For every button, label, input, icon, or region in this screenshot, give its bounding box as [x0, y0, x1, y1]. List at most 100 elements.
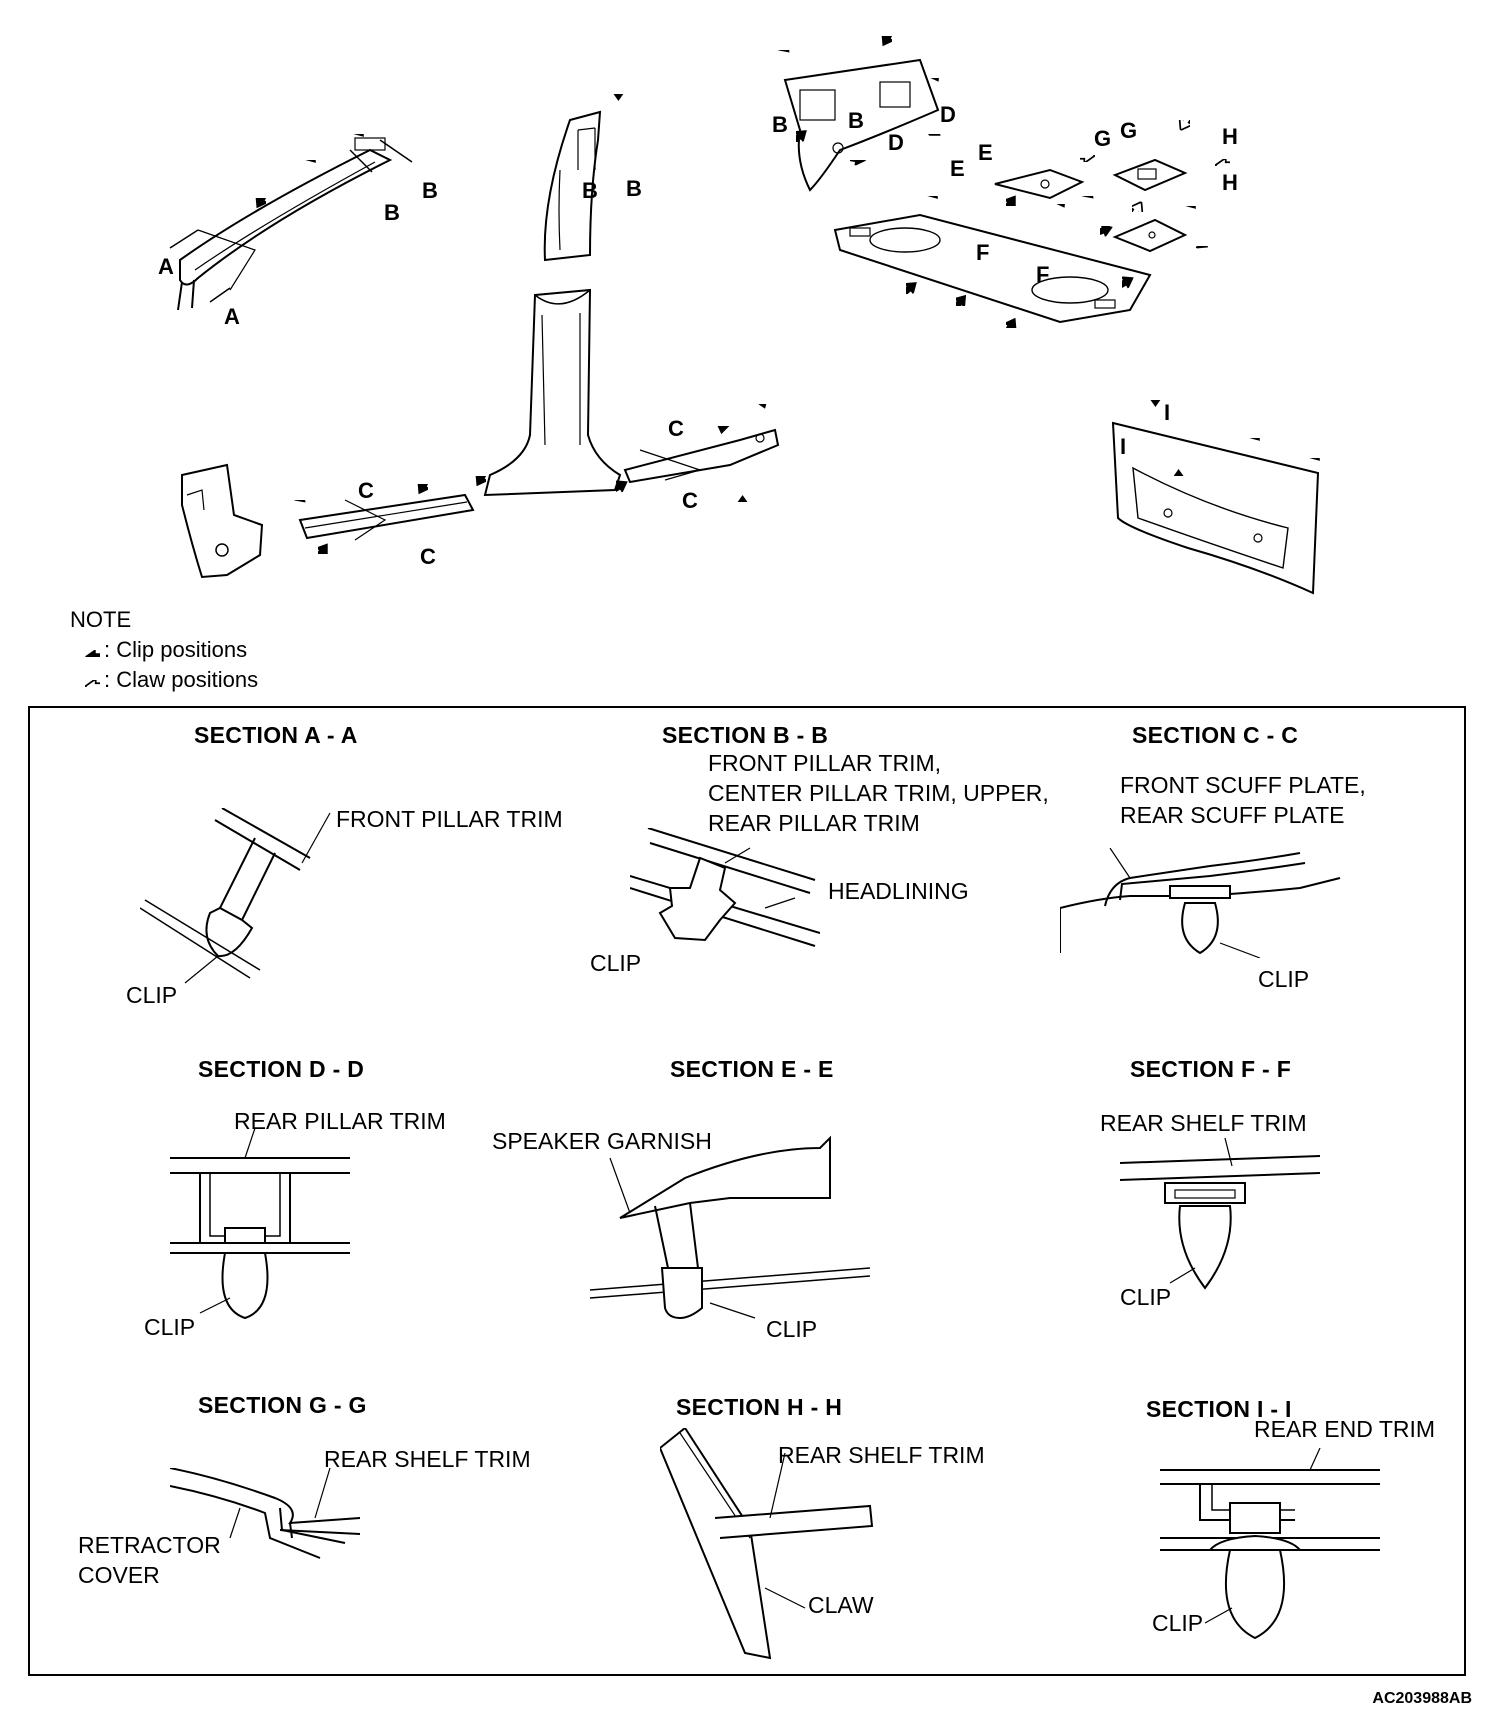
clip-arrow-icon: [956, 292, 986, 306]
clip-arrow-icon: [1190, 246, 1220, 260]
section-marker-i: I: [1164, 400, 1171, 425]
section-e-drawing: [590, 1135, 871, 1320]
speaker-garnish-drawing: [990, 162, 1085, 202]
front-pillar-trim-drawing: [150, 120, 440, 330]
clip-arrow-icon: [286, 500, 316, 514]
section-marker-h: H: [1222, 124, 1238, 149]
section-marker-c: C: [358, 478, 374, 503]
front-scuff-plate-drawing: [295, 490, 475, 545]
clip-arrow-icon: [70, 643, 100, 657]
section-marker-d: D: [888, 130, 904, 155]
section-i-clip-label: CLIP: [1152, 1610, 1204, 1636]
section-a-clip-label: CLIP: [126, 982, 178, 1008]
clip-arrow-icon: [1170, 462, 1200, 476]
legend-title: NOTE: [70, 607, 132, 632]
section-f-title: SECTION F - F: [1130, 1056, 1292, 1082]
legend-claw-label: : Claw positions: [104, 667, 259, 692]
section-h-claw-label: CLAW: [808, 1592, 874, 1618]
section-marker-b: B: [422, 178, 438, 203]
section-c-drawing: [1060, 848, 1341, 958]
section-d-title: SECTION D - D: [198, 1056, 365, 1082]
section-marker-b: B: [626, 176, 642, 201]
clip-arrow-icon: [398, 484, 428, 498]
clip-arrow-icon: [1134, 400, 1164, 414]
clip-arrow-icon: [744, 404, 774, 418]
section-c-part-label-2: REAR SCUFF PLATE: [1120, 802, 1345, 828]
section-g-cover-label-2: COVER: [78, 1562, 160, 1588]
clip-arrow-icon: [456, 476, 486, 490]
section-b-part-label-1: FRONT PILLAR TRIM,: [708, 750, 942, 776]
clip-arrow-icon: [1122, 276, 1152, 290]
section-h-title: SECTION H - H: [676, 1394, 843, 1420]
clip-arrow-icon: [318, 540, 348, 554]
clip-arrow-icon: [850, 160, 880, 174]
clip-arrow-icon: [1074, 196, 1104, 210]
section-b-clip-label: CLIP: [590, 950, 642, 976]
clip-arrow-icon: [236, 198, 266, 212]
clip-arrow-icon: [770, 50, 800, 64]
section-marker-b: B: [582, 178, 598, 203]
claw-arrow-icon: [70, 673, 100, 687]
section-marker-g: G: [1120, 118, 1138, 143]
section-marker-b: B: [772, 112, 788, 137]
rear-pillar-trim-drawing: [780, 50, 940, 195]
clip-arrow-icon: [700, 426, 730, 440]
section-f-clip-label: CLIP: [1120, 1284, 1172, 1310]
clip-arrow-icon: [918, 196, 948, 210]
clip-arrow-icon: [796, 128, 826, 142]
clip-arrow-icon: [862, 36, 892, 50]
section-f-part-label: REAR SHELF TRIM: [1100, 1110, 1307, 1136]
legend-clip: : Clip positions: [70, 638, 247, 662]
section-a-part-label: FRONT PILLAR TRIM: [336, 806, 563, 832]
section-marker-e: E: [978, 140, 993, 165]
clip-arrow-icon: [344, 134, 374, 148]
section-marker-d: D: [940, 102, 956, 127]
section-d-part-label: REAR PILLAR TRIM: [234, 1108, 446, 1134]
section-g-drawing: [170, 1468, 361, 1559]
section-f-drawing: [1120, 1138, 1320, 1290]
document-code: AC203988AB: [1372, 1690, 1472, 1707]
section-marker-c: C: [420, 544, 436, 569]
section-marker-b: B: [384, 200, 400, 225]
rear-shelf-trim-drawing: [830, 210, 1155, 325]
section-h-part-label: REAR SHELF TRIM: [778, 1442, 985, 1468]
section-c-title: SECTION C - C: [1132, 722, 1299, 748]
rear-end-trim-drawing: [1108, 418, 1328, 598]
clip-arrow-icon: [906, 280, 936, 294]
section-d-drawing: [170, 1128, 350, 1320]
section-marker-b: B: [848, 108, 864, 133]
section-g-part-label: REAR SHELF TRIM: [324, 1446, 531, 1472]
section-views-panel: SECTION A - A FRONT PILLAR TRIM CLIP SEC…: [28, 706, 1466, 1676]
section-c-clip-label: CLIP: [1258, 966, 1310, 992]
legend-clip-label: : Clip positions: [104, 637, 248, 662]
section-i-title: SECTION I - I: [1146, 1396, 1292, 1422]
section-marker-h: H: [1222, 170, 1238, 195]
center-pillar-trim-upper-drawing: [530, 100, 610, 265]
section-e-clip-label: CLIP: [766, 1316, 818, 1342]
section-g-title: SECTION G - G: [198, 1392, 367, 1418]
rear-side-trim-drawing: [172, 463, 272, 580]
section-marker-c: C: [682, 488, 698, 513]
clip-arrow-icon: [296, 160, 326, 174]
section-h-drawing: [660, 1428, 874, 1660]
section-marker-f: F: [976, 240, 990, 265]
claw-arrow-icon: [1080, 155, 1110, 169]
section-marker-e: E: [950, 156, 965, 181]
section-b-headlining-label: HEADLINING: [828, 878, 969, 904]
section-b-title: SECTION B - B: [662, 722, 829, 748]
section-marker-g: G: [1094, 126, 1112, 151]
section-marker-c: C: [668, 416, 684, 441]
claw-arrow-icon: [1200, 152, 1230, 166]
claw-arrow-icon: [1160, 120, 1190, 134]
section-b-part-label-3: REAR PILLAR TRIM: [708, 810, 920, 836]
clip-arrow-icon: [597, 94, 627, 108]
section-a-drawing: [140, 808, 331, 984]
section-i-drawing: [1160, 1448, 1380, 1640]
section-e-part-label: SPEAKER GARNISH: [492, 1128, 712, 1154]
clip-arrow-icon: [616, 480, 646, 494]
center-pillar-trim-lower-drawing: [480, 285, 630, 515]
section-c-part-label-1: FRONT SCUFF PLATE,: [1120, 772, 1366, 798]
section-e-title: SECTION E - E: [670, 1056, 834, 1082]
clip-arrow-icon: [1006, 314, 1036, 328]
clip-arrow-icon: [918, 78, 948, 92]
